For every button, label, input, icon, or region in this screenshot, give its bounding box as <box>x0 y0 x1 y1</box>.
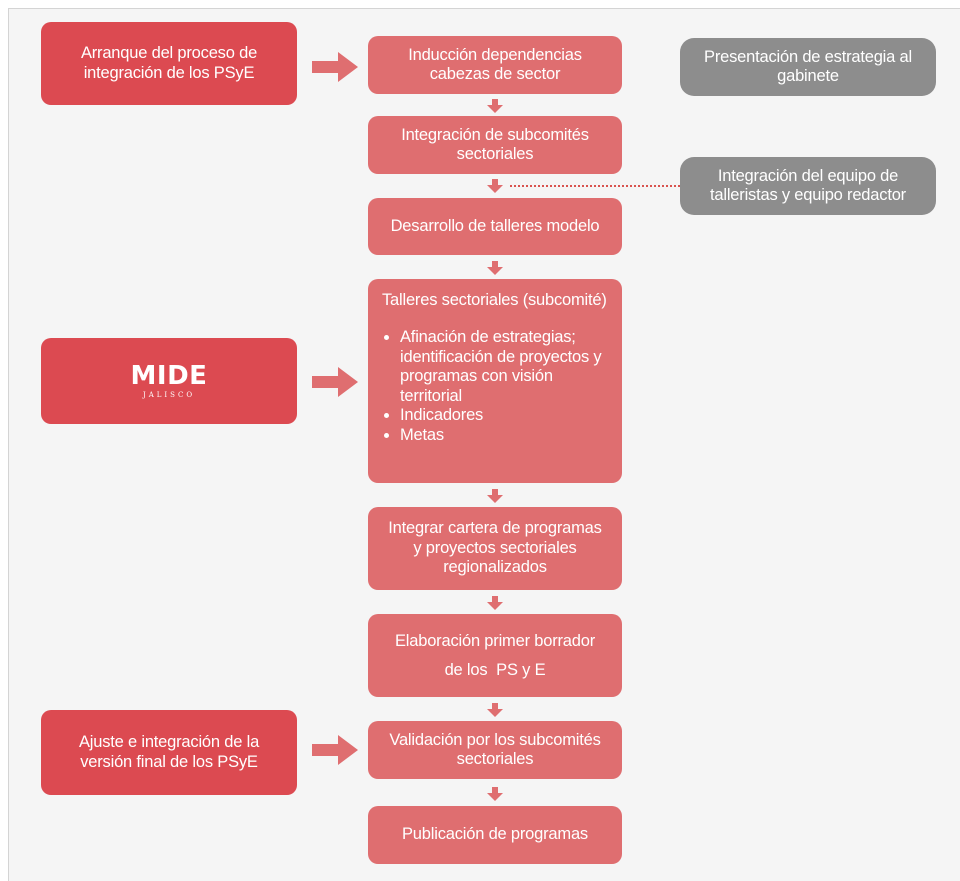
gabinete-line-1: Presentación de estrategia al <box>704 47 912 66</box>
talleristas-line-1: Integración del equipo de <box>717 166 899 185</box>
step-talleres-modelo: Desarrollo de talleres modelo <box>368 198 622 255</box>
step-validacion-line-2: sectoriales <box>456 750 534 768</box>
step-subcomites-line-2: sectoriales <box>456 145 534 163</box>
step-borrador: Elaboración primer borrador de los PS y … <box>368 614 622 697</box>
step-validacion: Validación por los subcomités sectoriale… <box>368 721 622 779</box>
arrow-right-icon <box>312 735 358 765</box>
mide-logo: MIDE <box>131 363 208 389</box>
dotted-connector <box>510 185 682 187</box>
arrow-right-icon <box>312 367 358 397</box>
step-cartera-line-1: Integrar cartera de programas <box>388 519 602 538</box>
step-cartera-line-3: regionalizados <box>443 558 547 577</box>
talleres-bullet-list: Afinación de estrategias; identificación… <box>382 328 608 445</box>
step-induccion-line-2: cabezas de sector <box>429 65 561 83</box>
step-subcomites: Integración de subcomités sectoriales <box>368 116 622 174</box>
step-cartera: Integrar cartera de programas y proyecto… <box>368 507 622 590</box>
mide-logo-subtext: JALISCO <box>142 390 196 399</box>
start-process-box: Arranque del proceso de integración de l… <box>41 22 297 105</box>
talleristas-line-2: talleristas y equipo redactor <box>710 186 906 204</box>
step-induccion: Inducción dependencias cabezas de sector <box>368 36 622 94</box>
talleres-bullet-3: Metas <box>400 426 608 445</box>
step-talleres-sectoriales: Talleres sectoriales (subcomité) Afinaci… <box>368 279 622 483</box>
step-subcomites-line-1: Integración de subcomités <box>401 125 589 144</box>
talleres-bullet-2: Indicadores <box>400 406 608 425</box>
step-validacion-line-1: Validación por los subcomités <box>389 730 601 749</box>
final-version-line-2: versión final de los PSyE <box>80 752 258 771</box>
talleres-title: Talleres sectoriales (subcomité) <box>382 291 607 309</box>
gabinete-line-2: gabinete <box>777 67 839 85</box>
mide-logo-text: MIDE <box>130 360 208 391</box>
step-induccion-line-1: Inducción dependencias <box>408 45 582 64</box>
final-version-box: Ajuste e integración de la versión final… <box>41 710 297 795</box>
step-borrador-line-2: de los PS y E <box>444 660 546 679</box>
presentacion-gabinete-box: Presentación de estrategia al gabinete <box>680 38 936 96</box>
step-publicacion-label: Publicación de programas <box>402 825 588 844</box>
start-process-line-2: integración de los PSyE <box>83 63 255 82</box>
step-publicacion: Publicación de programas <box>368 806 622 864</box>
talleres-bullet-1: Afinación de estrategias; identificación… <box>400 328 608 406</box>
start-process-line-1: Arranque del proceso de <box>80 44 258 63</box>
step-cartera-line-2: y proyectos sectoriales <box>413 538 577 557</box>
step-talleres-modelo-label: Desarrollo de talleres modelo <box>390 216 600 235</box>
arrow-right-icon <box>312 52 358 82</box>
final-version-line-1: Ajuste e integración de la <box>78 733 260 752</box>
equipo-talleristas-box: Integración del equipo de talleristas y … <box>680 157 936 215</box>
step-borrador-line-1: Elaboración primer borrador <box>394 631 596 650</box>
mide-logo-box: MIDE JALISCO <box>41 338 297 424</box>
